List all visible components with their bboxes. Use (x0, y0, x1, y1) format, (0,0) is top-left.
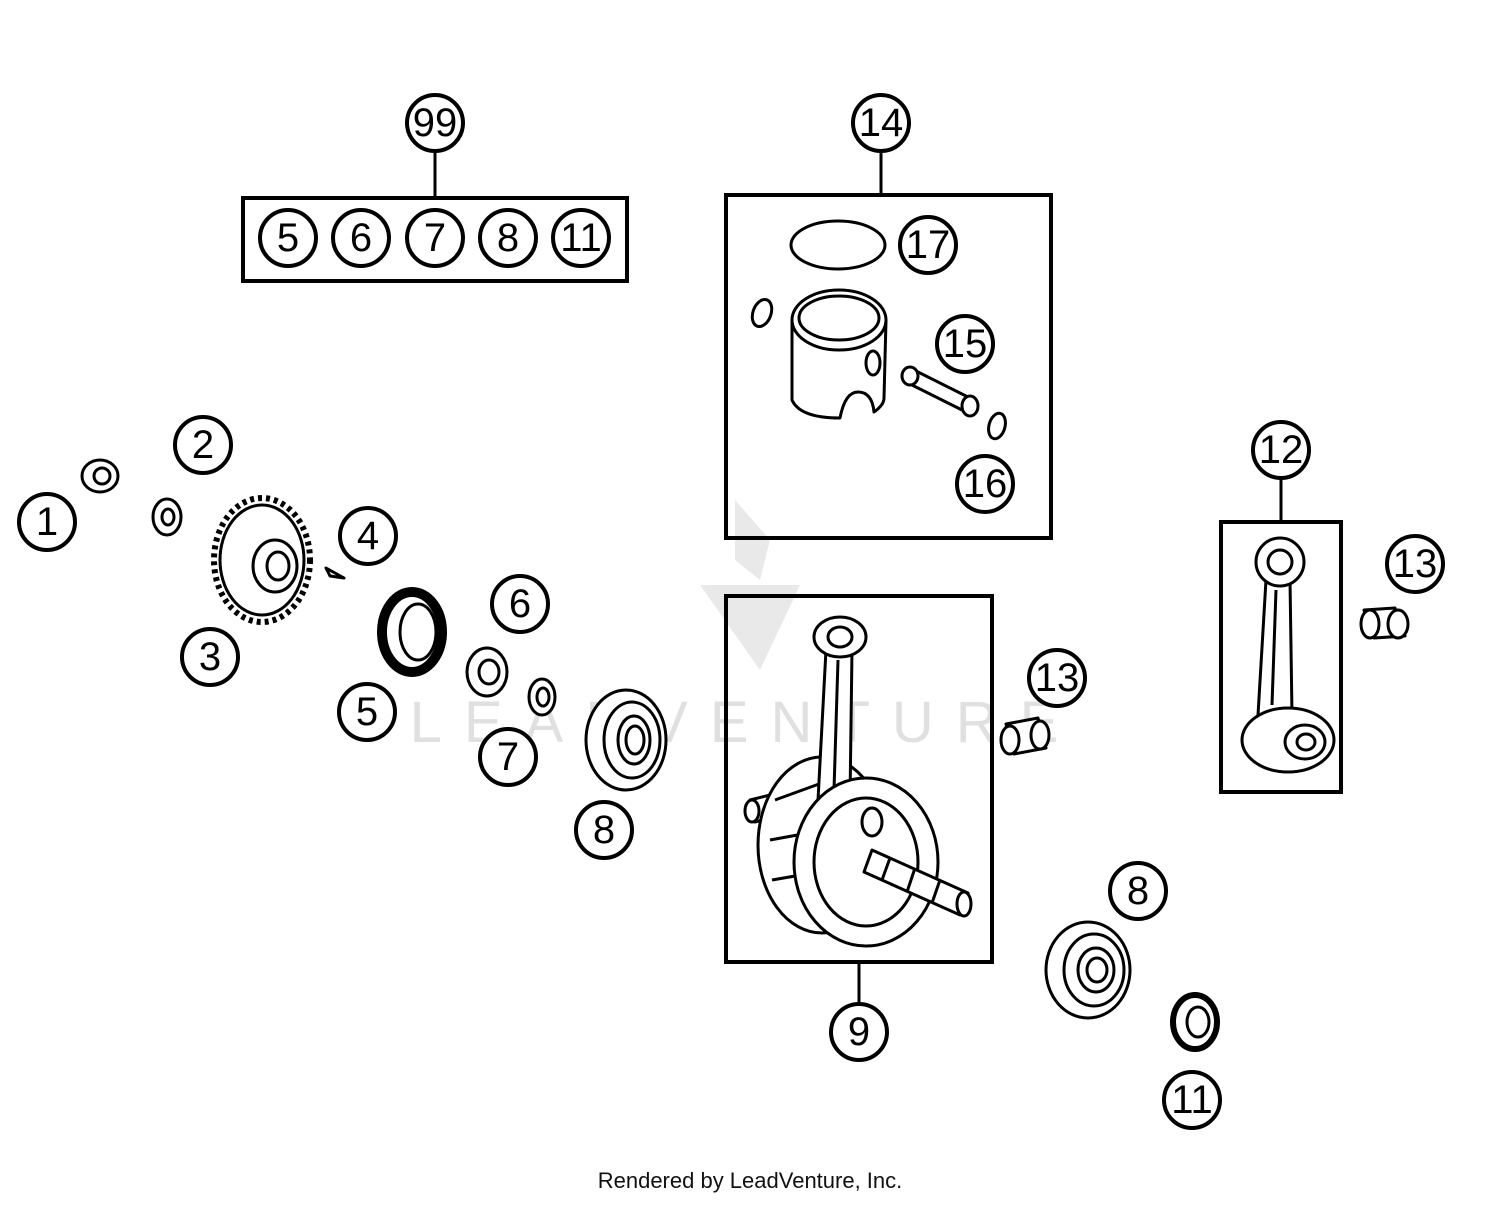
seal-part[interactable] (377, 587, 447, 677)
left-parts: 1 2 3 4 5 (17, 415, 668, 860)
right-bearing-part[interactable] (1044, 920, 1132, 1020)
callout-nut-1[interactable]: 1 (17, 492, 77, 552)
svg-text:8: 8 (497, 216, 519, 260)
piston-clip-part[interactable] (749, 297, 775, 329)
svg-text:5: 5 (277, 216, 299, 260)
crankshaft-bearing-part[interactable] (999, 716, 1051, 756)
callout-right-seal-11[interactable]: 11 (1162, 1070, 1222, 1130)
nut-part[interactable] (80, 458, 120, 494)
svg-text:6: 6 (350, 216, 372, 260)
callout-piston-ring-17[interactable]: 17 (898, 215, 958, 275)
crankshaft-group: 9 (724, 594, 1087, 1062)
svg-text:16: 16 (963, 462, 1008, 506)
kit-99-group: 99 5 6 7 8 11 (241, 93, 629, 283)
callout-conrod-12[interactable]: 12 (1251, 420, 1311, 480)
svg-text:11: 11 (1171, 1078, 1213, 1122)
svg-text:8: 8 (1127, 869, 1149, 913)
svg-text:14: 14 (859, 101, 904, 145)
svg-text:12: 12 (1259, 428, 1304, 472)
callout-conrod-bearing-13[interactable]: 13 (1385, 534, 1445, 594)
conrod-frame (1219, 520, 1343, 794)
shim-hole (477, 658, 501, 686)
callout-right-bearing-8[interactable]: 8 (1108, 861, 1168, 921)
svg-text:3: 3 (199, 635, 221, 679)
piston-group: 14 17 15 16 (724, 93, 1053, 540)
conrod-part[interactable] (1240, 536, 1336, 774)
svg-text:2: 2 (192, 423, 214, 467)
crankshaft-part[interactable] (743, 615, 973, 948)
piston-pin-part[interactable] (900, 365, 980, 418)
callout-kit-member-5[interactable]: 5 (258, 208, 318, 268)
gear-part[interactable] (211, 495, 313, 625)
right-seal-part[interactable] (1170, 992, 1220, 1052)
svg-text:99: 99 (413, 101, 458, 145)
callout-gear-3[interactable]: 3 (180, 627, 240, 687)
piston-ring-part[interactable] (789, 219, 887, 271)
callout-piston-14[interactable]: 14 (851, 93, 911, 153)
callout-kit-member-7[interactable]: 7 (405, 208, 465, 268)
bearing-part[interactable] (584, 688, 668, 792)
svg-text:11: 11 (560, 216, 602, 260)
callout-piston-pin-15[interactable]: 15 (935, 314, 995, 374)
kit-frame (241, 196, 629, 283)
callout-kit-99[interactable]: 99 (405, 93, 465, 153)
piston-part[interactable] (790, 288, 888, 420)
svg-text:1: 1 (36, 500, 58, 544)
svg-text:7: 7 (424, 216, 446, 260)
key-part[interactable] (324, 566, 346, 580)
o-ring-hole (535, 686, 551, 708)
callout-key-4[interactable]: 4 (338, 506, 398, 566)
svg-text:15: 15 (943, 322, 988, 366)
callout-kit-member-11[interactable]: 11 (551, 208, 611, 268)
right-parts: 8 11 (1044, 861, 1222, 1130)
callout-kit-member-6[interactable]: 6 (331, 208, 391, 268)
conrod-group: 12 13 (1219, 420, 1445, 794)
svg-text:5: 5 (356, 690, 378, 734)
callout-seal-5[interactable]: 5 (337, 682, 397, 742)
conrod-bearing-part[interactable] (1359, 606, 1410, 640)
footer-credit: Rendered by LeadVenture, Inc. (597, 1168, 903, 1193)
svg-text:13: 13 (1035, 656, 1080, 700)
svg-text:17: 17 (906, 223, 951, 267)
washer-hole (160, 507, 176, 527)
svg-text:8: 8 (593, 808, 615, 852)
callout-shim-6[interactable]: 6 (490, 574, 550, 634)
svg-text:9: 9 (848, 1010, 870, 1054)
svg-text:4: 4 (357, 514, 379, 558)
callout-kit-member-8[interactable]: 8 (478, 208, 538, 268)
svg-text:7: 7 (497, 735, 519, 779)
piston-frame (724, 193, 1053, 540)
piston-clip-part-2[interactable] (986, 411, 1008, 441)
svg-text:6: 6 (509, 582, 531, 626)
callout-crankshaft-9[interactable]: 9 (829, 1002, 889, 1062)
callout-o-ring-7[interactable]: 7 (478, 727, 538, 787)
callout-bearing-8[interactable]: 8 (574, 800, 634, 860)
callout-crankshaft-bearing-13[interactable]: 13 (1027, 648, 1087, 708)
svg-text:13: 13 (1393, 542, 1438, 586)
callout-piston-clip-16[interactable]: 16 (955, 454, 1015, 514)
callout-washer-2[interactable]: 2 (173, 415, 233, 475)
